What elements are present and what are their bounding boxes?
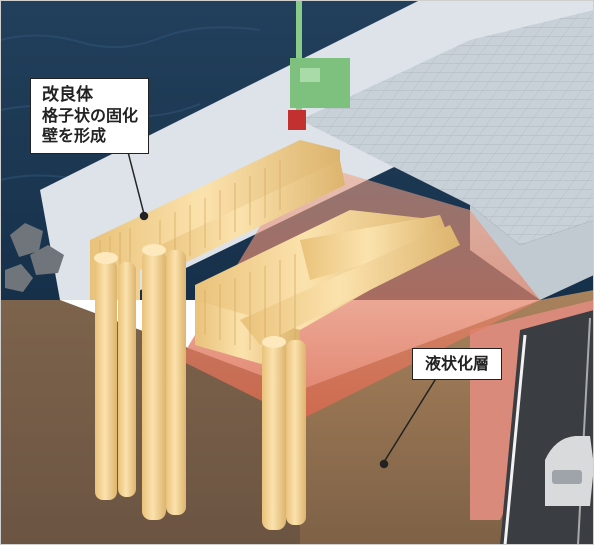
leader-lines xyxy=(127,151,441,469)
callout-improved-body: 改良体 格子状の固化 壁を形成 xyxy=(30,78,150,155)
callout-improved-line-2: 壁を形成 xyxy=(42,126,107,146)
pile-caps xyxy=(94,244,286,348)
deep-piles xyxy=(95,250,306,530)
wave-break-blocks xyxy=(5,223,64,292)
road-line xyxy=(503,334,527,545)
revetment-step xyxy=(470,205,594,300)
revetment-slope xyxy=(300,10,594,245)
callout-improved-title: 改良体 xyxy=(42,85,93,105)
callout-liquefied-layer: 液状化層 xyxy=(412,348,503,380)
road-line-2 xyxy=(577,317,591,545)
construction-machine xyxy=(288,0,350,130)
car xyxy=(545,436,594,506)
callout-improved-line-1: 格子状の固化 xyxy=(42,106,139,126)
